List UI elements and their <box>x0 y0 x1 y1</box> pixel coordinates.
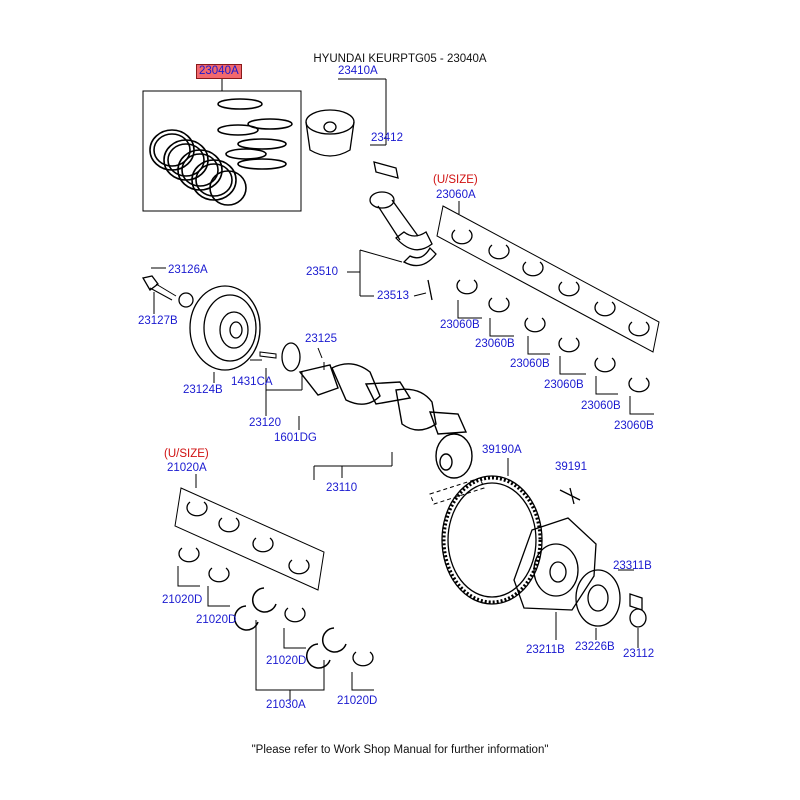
part-label-23112[interactable]: 23112 <box>623 648 655 660</box>
diagram-title: HYUNDAI KEURPTG05 - 23040A <box>313 53 487 65</box>
part-label-23060B[interactable]: 23060B <box>510 358 550 370</box>
part-label-23226B[interactable]: 23226B <box>575 641 615 653</box>
part-label-23311B[interactable]: 23311B <box>613 560 652 572</box>
piston-ring-group <box>149 98 293 206</box>
part-label-23124B[interactable]: 23124B <box>183 384 223 396</box>
connecting-rod <box>369 191 437 301</box>
undersize-label-upper: (U/SIZE) <box>433 174 478 186</box>
part-label-23060B[interactable]: 23060B <box>440 319 480 331</box>
part-label-23110[interactable]: 23110 <box>326 482 358 494</box>
crank-pulley <box>189 285 261 371</box>
part-label-23513[interactable]: 23513 <box>377 290 409 302</box>
part-label-23060B[interactable]: 23060B <box>581 400 621 412</box>
part-label-39191[interactable]: 39191 <box>555 461 587 473</box>
part-label-23410A[interactable]: 23410A <box>338 65 378 77</box>
undersize-label-lower: (U/SIZE) <box>164 448 209 460</box>
thrust-washers <box>233 587 347 669</box>
part-label-23127B[interactable]: 23127B <box>138 315 178 327</box>
part-label-21020A[interactable]: 21020A <box>167 462 207 474</box>
flexplate-hub <box>513 517 597 611</box>
part-label-21030A[interactable]: 21030A <box>266 699 306 711</box>
part-label-21020D[interactable]: 21020D <box>162 594 203 606</box>
part-label-23412[interactable]: 23412 <box>371 132 403 144</box>
part-label-23120[interactable]: 23120 <box>249 417 281 429</box>
part-label-39190A[interactable]: 39190A <box>482 444 522 456</box>
part-label-1431CA[interactable]: 1431CA <box>231 376 273 388</box>
part-label-21020D[interactable]: 21020D <box>337 695 378 707</box>
part-label-23125[interactable]: 23125 <box>305 333 337 345</box>
lower-bearing-shells <box>178 501 374 667</box>
part-label-1601DG[interactable]: 1601DG <box>274 432 317 444</box>
part-label-23510[interactable]: 23510 <box>306 266 338 278</box>
part-label-23211B[interactable]: 23211B <box>526 644 565 656</box>
part-label-23060A[interactable]: 23060A <box>436 189 476 201</box>
crankshaft <box>298 363 473 479</box>
part-label-21020D[interactable]: 21020D <box>266 655 307 667</box>
piston <box>305 109 399 179</box>
part-label-23040A[interactable]: 23040A <box>196 64 242 79</box>
part-label-23060B[interactable]: 23060B <box>475 338 515 350</box>
flywheel <box>441 475 543 605</box>
bearing-panel-lower <box>174 487 325 591</box>
bearing-panel-upper <box>436 205 660 353</box>
part-label-23060B[interactable]: 23060B <box>544 379 584 391</box>
part-label-21020D[interactable]: 21020D <box>196 614 237 626</box>
footer-note: "Please refer to Work Shop Manual for fu… <box>251 744 549 756</box>
bearing-shells-row <box>451 229 650 337</box>
pulley-bolt <box>141 275 159 291</box>
part-label-23126A[interactable]: 23126A <box>168 264 208 276</box>
adapter-plate <box>575 569 621 627</box>
part-label-23060B[interactable]: 23060B <box>614 420 654 432</box>
bearing-shell-stack <box>456 279 650 393</box>
